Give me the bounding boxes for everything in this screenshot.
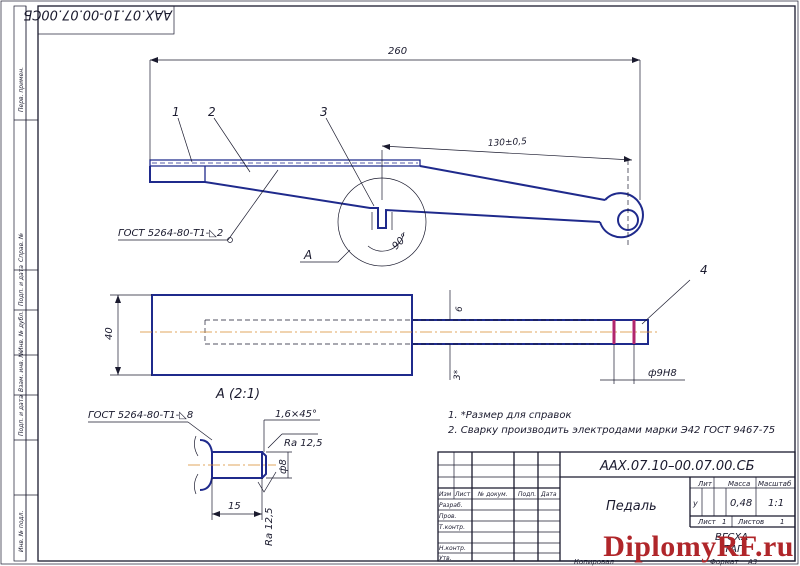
note-2: 2. Сварку производить электродами марки …	[448, 425, 775, 436]
copied-label: Копировал	[574, 558, 615, 566]
lit-value: у	[692, 499, 698, 508]
col-sign: Подп.	[518, 491, 536, 498]
scale-value: 1:1	[768, 498, 784, 509]
doc-code-stamp: ААХ.07.10-00.07.00СБ	[23, 5, 175, 35]
view-label-a: А	[303, 248, 312, 262]
doc-code: ААХ.07.10–00.07.00.СБ	[599, 459, 755, 474]
strip-label-7: Инв. № подл.	[18, 511, 25, 552]
dim-hole-distance: 130±0,5	[488, 137, 528, 149]
dim-total-length: 260	[388, 46, 407, 57]
col-docnum: № докум.	[477, 491, 508, 498]
dim-detail-length: 15	[228, 501, 241, 512]
dim-width: 40	[104, 327, 115, 340]
row-tkontr: Т.контр.	[439, 524, 465, 531]
row-prov: Пров.	[439, 513, 457, 520]
title-block: ААХ.07.10–00.07.00.СБ Изм Лист № докум. …	[437, 451, 796, 566]
col-list: Лист	[454, 491, 471, 498]
dim-hole-diameter: ф9Н8	[648, 368, 677, 379]
inner-frame	[37, 5, 796, 562]
col-izm: Изм	[439, 491, 452, 498]
lever-top-edge	[419, 165, 606, 201]
note-1: 1. *Размер для справок	[448, 410, 571, 421]
strip-label-4: Инв. № дубл.	[18, 311, 25, 352]
sheets-value: 1	[780, 518, 784, 526]
dim-thickness: 6	[455, 306, 465, 312]
sheet-label: Лист	[697, 518, 717, 526]
header-scale: Масштаб	[758, 480, 792, 488]
callout-2: 2	[208, 105, 216, 119]
dim-thickness-2: 3*	[453, 369, 463, 380]
callout-3: 3	[320, 105, 328, 119]
org-line-2: ТАП	[724, 544, 745, 555]
weld-symbol-detail: ГОСТ 5264-80-Т1-◺8	[88, 410, 193, 421]
col-date: Дата	[540, 491, 557, 498]
roughness-2: Ra 12,5	[264, 507, 275, 546]
callout-1: 1	[172, 105, 180, 119]
lever-body	[149, 166, 601, 229]
row-nkontr: Н.контр.	[439, 545, 466, 552]
weld-symbol-top: ГОСТ 5264-80-Т1-◺2	[118, 228, 223, 239]
row-utv: Утв.	[439, 555, 452, 562]
side-strip: Перв. примен. Справ. № Подп. и дата Инв.…	[13, 5, 38, 562]
top-view: 40 6 3* ф9Н8 4	[104, 263, 708, 384]
dim-chamfer: 1,6×45°	[275, 409, 317, 420]
main-view: 90° А 260 130±0,5 1 2 3 ГОСТ 5264-80-Т1-…	[118, 46, 644, 267]
pedal-pad-plan	[151, 294, 413, 376]
site-watermark: DiplomyRF.ru	[603, 530, 794, 563]
row-razrab: Разраб.	[439, 502, 463, 509]
roughness-1: Ra 12,5	[284, 438, 323, 449]
detail-label: А (2:1)	[215, 387, 260, 402]
strip-label-5: Взам. инв. №	[18, 351, 25, 392]
header-lit: Лит	[697, 480, 713, 488]
format-label: Формат	[710, 558, 739, 566]
sheets-label: Листов	[737, 518, 764, 526]
mass-value: 0,48	[730, 498, 752, 509]
part-name: Педаль	[606, 499, 657, 514]
technical-notes: 1. *Размер для справок 2. Сварку произво…	[448, 410, 775, 436]
doc-code-rotated: ААХ.07.10-00.07.00СБ	[23, 7, 173, 22]
strip-label-1: Перв. примен.	[18, 67, 25, 112]
sheet-value: 1	[722, 518, 726, 526]
strip-label-6: Подп. и дата	[18, 395, 25, 436]
org-line-1: ВГСХА	[715, 532, 748, 543]
strip-label-3: Подп. и дата	[18, 265, 25, 306]
format-value: А3	[747, 558, 757, 566]
callout-4: 4	[700, 263, 708, 277]
strip-label-2: Справ. №	[18, 233, 25, 262]
dim-detail-diameter: ф8	[278, 459, 289, 474]
lever-eye	[599, 192, 644, 239]
angle-dim: 90°	[390, 232, 410, 252]
detail-a: А (2:1) ГОСТ 5264-80-Т1-◺8 1,6×45° Ra 12…	[88, 387, 323, 546]
header-mass: Масса	[728, 480, 750, 488]
